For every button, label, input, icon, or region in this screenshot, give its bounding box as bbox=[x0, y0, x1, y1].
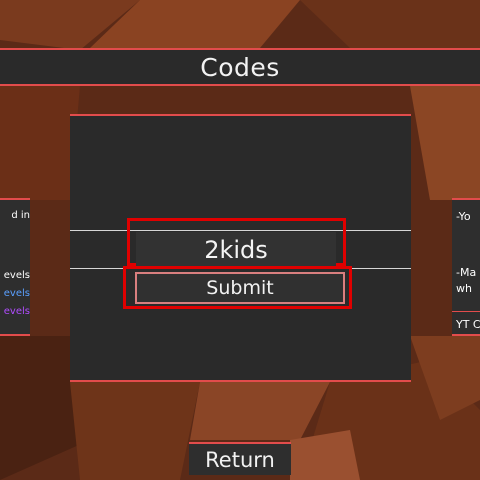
divider-line bbox=[70, 230, 411, 231]
code-input[interactable]: 2kids bbox=[136, 232, 336, 268]
right-info-line: -Ma bbox=[456, 266, 477, 279]
title-bar: Codes bbox=[0, 48, 480, 86]
left-info-line: evels bbox=[3, 288, 30, 299]
left-info-line: evels bbox=[3, 270, 30, 281]
right-info-panel: -Yo -Ma wh YT C bbox=[452, 198, 480, 336]
page-title: Codes bbox=[200, 52, 280, 82]
submit-highlight bbox=[123, 266, 352, 309]
left-info-line: evels bbox=[3, 306, 30, 317]
left-info-panel: d in evels evels evels bbox=[0, 198, 30, 336]
right-info-footer: YT C bbox=[456, 318, 480, 331]
left-info-line: d in bbox=[11, 210, 30, 221]
right-info-line: -Yo bbox=[456, 210, 471, 223]
right-panel-divider bbox=[452, 311, 480, 312]
return-button[interactable]: Return bbox=[189, 442, 291, 475]
right-info-line: wh bbox=[456, 282, 472, 295]
submit-button[interactable]: Submit bbox=[135, 272, 345, 304]
